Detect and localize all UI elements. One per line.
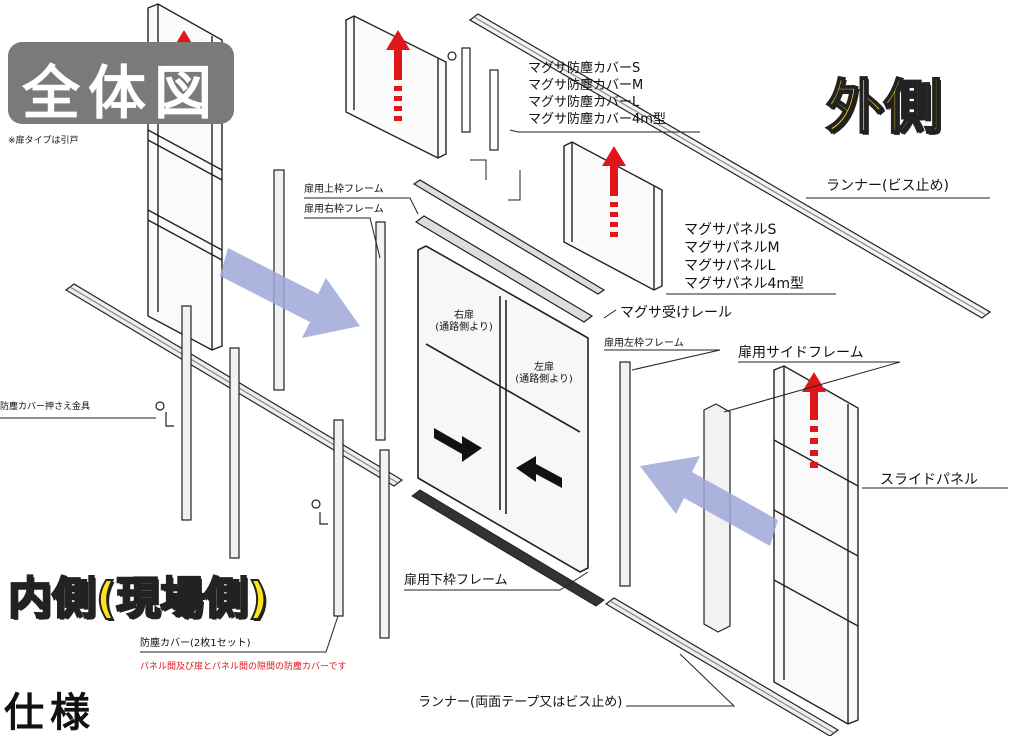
inner-side-title: 内側(現場側) bbox=[7, 572, 269, 625]
label-slide-panel: スライドパネル bbox=[880, 472, 978, 488]
label-cover-m: マグサ防塵カバーM bbox=[528, 78, 644, 93]
spec-heading: 仕様 bbox=[4, 690, 96, 736]
overview-title: 全体図 bbox=[22, 59, 221, 127]
label-cover-4m: マグサ防塵カバー4m型 bbox=[528, 112, 666, 127]
up-arrow-right-panel bbox=[602, 146, 626, 237]
door-bottom-frame-bar bbox=[411, 489, 605, 607]
overview-badge: 全体図 bbox=[8, 42, 234, 127]
leader-lines bbox=[0, 129, 1008, 707]
label-panel-m: マグサパネルM bbox=[684, 240, 780, 256]
door-side-frame-bar bbox=[619, 361, 731, 633]
label-door-right-frame: 扉用右枠フレーム bbox=[304, 204, 384, 215]
label-door-top-frame: 扉用上枠フレーム bbox=[304, 184, 384, 195]
fitting-parts bbox=[155, 51, 457, 525]
slide-panel-right bbox=[773, 365, 859, 725]
magusa-dust-covers bbox=[461, 47, 499, 151]
label-right-door: 右扉 (通路側より) bbox=[435, 310, 493, 333]
assembly-arrow-left bbox=[220, 248, 360, 338]
label-door-side-frame: 扉用サイドフレーム bbox=[738, 345, 864, 361]
label-runner-screw: ランナー(ビス止め) bbox=[826, 178, 949, 194]
label-panel-l: マグサパネルL bbox=[684, 258, 776, 274]
runner-bottom-right-rail bbox=[604, 597, 840, 736]
assembly-arrow-right bbox=[640, 456, 778, 546]
label-panel-4m: マグサパネル4m型 bbox=[684, 276, 804, 292]
label-runner-tape: ランナー(両面テープ又はビス止め) bbox=[418, 695, 623, 710]
magusa-receive-rail bbox=[412, 179, 606, 323]
door-type-note: ※扉タイプは引戸 bbox=[8, 136, 79, 146]
label-cover-l: マグサ防塵カバーL bbox=[528, 95, 640, 110]
label-door-bottom-frame: 扉用下枠フレーム bbox=[404, 573, 508, 588]
label-left-door: 左扉 (通路側より) bbox=[515, 362, 573, 385]
label-receive-rail: マグサ受けレール bbox=[620, 305, 732, 321]
runner-top-rail bbox=[468, 13, 992, 319]
label-panel-s: マグサパネルS bbox=[684, 222, 777, 238]
label-door-left-frame: 扉用左枠フレーム bbox=[604, 338, 684, 349]
label-dust-cover: 防塵カバー(2枚1セット) bbox=[140, 638, 251, 649]
up-arrow-right-slide-panel bbox=[802, 372, 826, 468]
up-arrow-top-panel bbox=[386, 30, 410, 121]
label-dust-cover-note: パネル間及び扉とパネル間の隙間の防塵カバーです bbox=[140, 662, 347, 672]
door-arrows bbox=[434, 428, 562, 488]
outer-side-title: 外側 bbox=[825, 72, 943, 142]
label-cover-fitting: 防塵カバー押さえ金具 bbox=[0, 402, 91, 412]
sliding-door bbox=[417, 245, 589, 573]
label-cover-s: マグサ防塵カバーS bbox=[528, 61, 641, 76]
